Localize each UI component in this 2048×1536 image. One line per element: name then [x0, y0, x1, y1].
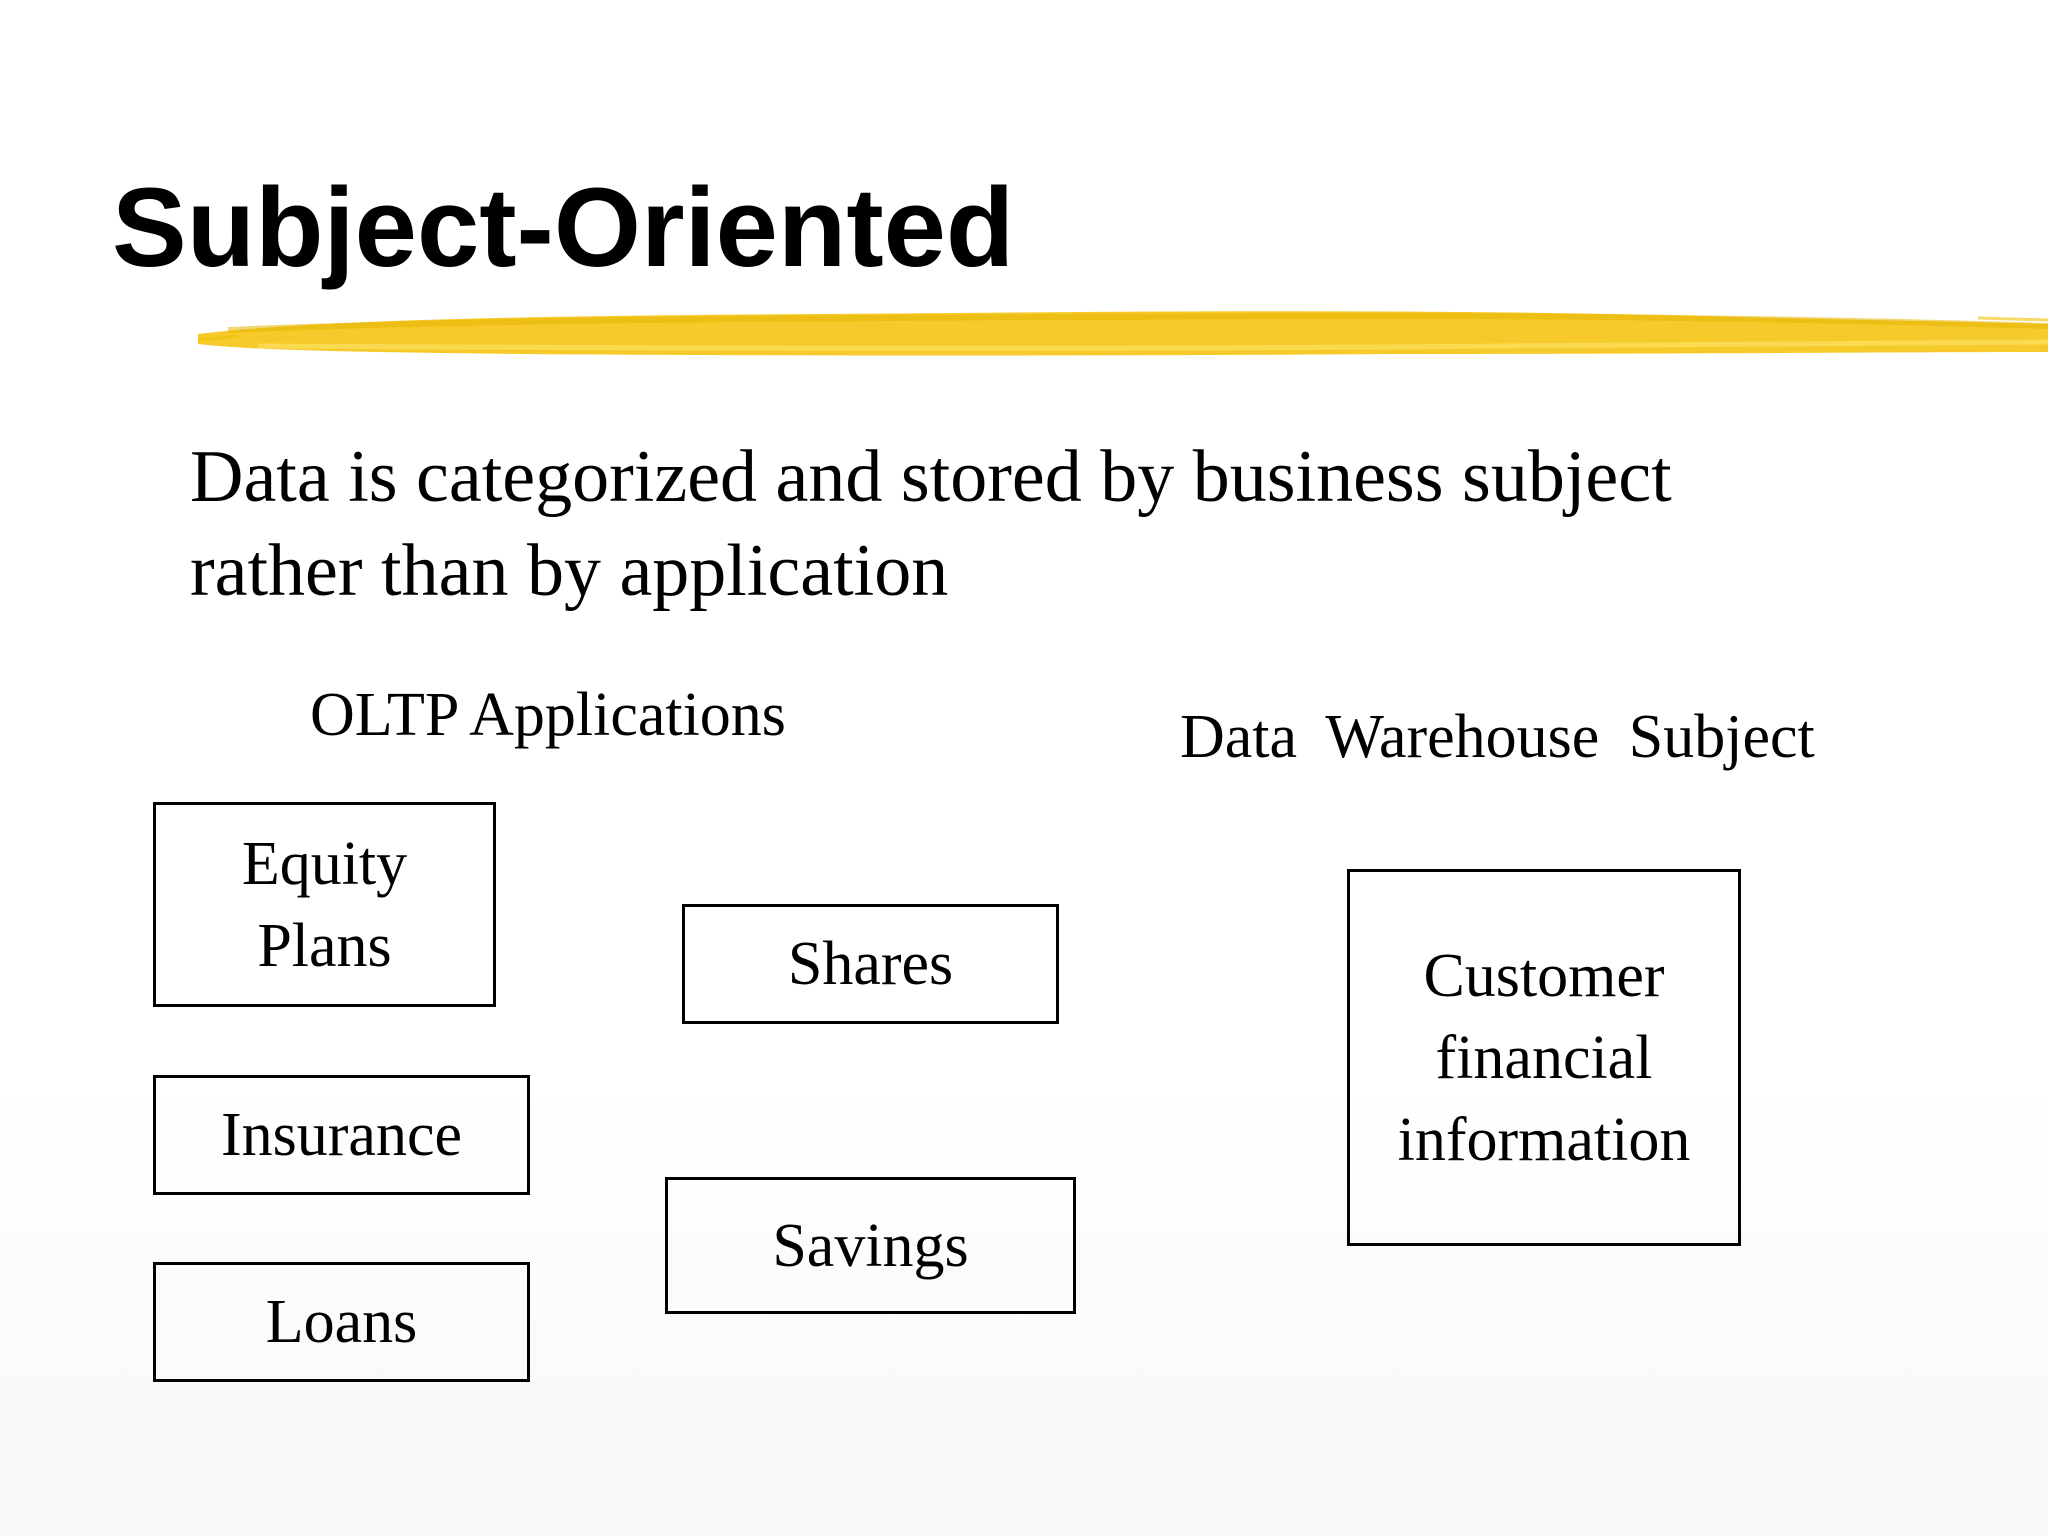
shares-box: Shares: [682, 904, 1059, 1024]
statement-line-2: rather than by application: [190, 530, 949, 612]
slide-title: Subject-Oriented: [112, 165, 1015, 290]
highlighter-stroke: [198, 296, 2048, 364]
loans-label: Loans: [265, 1288, 418, 1356]
shares-label: Shares: [787, 930, 954, 998]
customer-label-line-1: Customer: [1423, 941, 1665, 1010]
data-warehouse-subject-heading: Data Warehouse Subject: [1180, 703, 1815, 771]
loans-box: Loans: [153, 1262, 530, 1382]
insurance-box: Insurance: [153, 1075, 530, 1195]
equity-plans-label-line-1: Equity: [241, 829, 408, 898]
statement-text: Data is categorized and stored by busine…: [190, 430, 1672, 618]
equity-plans-label-line-2: Plans: [257, 911, 392, 980]
oltp-applications-heading: OLTP Applications: [310, 681, 786, 749]
customer-label-line-3: information: [1397, 1105, 1691, 1174]
savings-box: Savings: [665, 1177, 1076, 1314]
insurance-label: Insurance: [221, 1101, 462, 1169]
customer-financial-information-box: Customer financial information: [1347, 869, 1741, 1246]
savings-label: Savings: [772, 1211, 969, 1280]
equity-plans-box: Equity Plans: [153, 802, 496, 1007]
statement-line-1: Data is categorized and stored by busine…: [190, 436, 1672, 518]
customer-label-line-2: financial: [1435, 1023, 1653, 1092]
